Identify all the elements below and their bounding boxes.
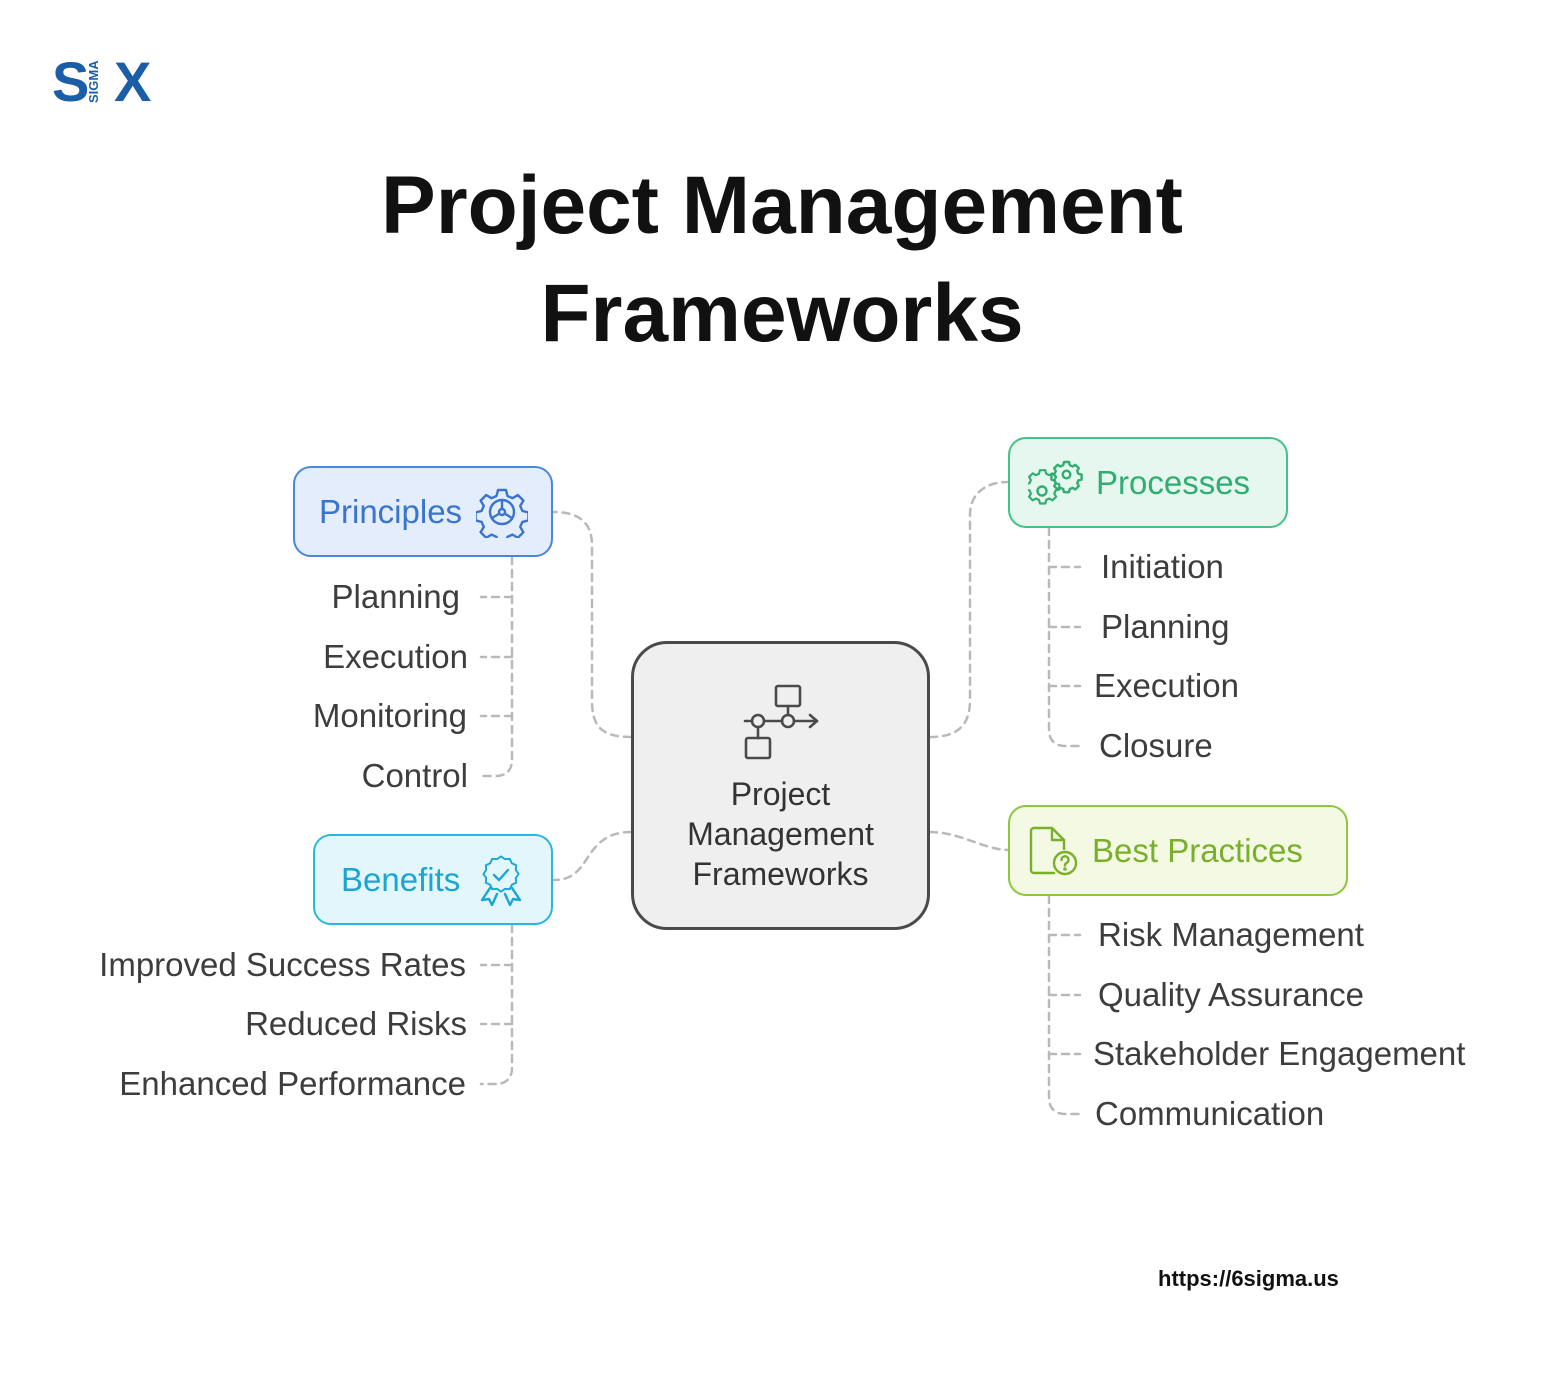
center-label-line-2: Management: [687, 816, 874, 852]
principles-label: Principles: [319, 492, 463, 530]
processes-item: Initiation: [1101, 548, 1224, 585]
logo: S SIGMA X: [52, 52, 172, 112]
principles-item: Execution: [323, 638, 468, 675]
processes-label: Processes: [1096, 463, 1251, 501]
logo-letter-x: X: [114, 50, 152, 113]
processes-item: Planning: [1101, 608, 1230, 645]
gear-wheel-icon: [476, 486, 529, 538]
title-line-2: Frameworks: [540, 268, 1024, 359]
logo-letter-s: S: [52, 50, 90, 113]
connector-best-practices: [928, 830, 1010, 852]
connector-processes: [928, 480, 1010, 739]
processes-item: Closure: [1099, 727, 1213, 764]
document-question-icon: [1028, 825, 1078, 877]
workflow-diagram-icon: [739, 682, 823, 766]
connector-principles: [552, 510, 633, 739]
benefits-item: Reduced Risks: [245, 1005, 467, 1042]
principles-item: Monitoring: [312, 697, 467, 734]
best-practices-item: Stakeholder Engagement: [1093, 1035, 1466, 1072]
best-practices-item: Risk Management: [1098, 916, 1364, 953]
gears-icon: [1028, 460, 1084, 506]
center-node-label: Project Management Frameworks: [651, 774, 911, 894]
processes-node: Processes: [1008, 437, 1288, 528]
best-practices-node: Best Practices: [1008, 805, 1348, 896]
principles-node: Principles: [293, 466, 553, 557]
best-practices-label: Best Practices: [1092, 831, 1303, 869]
center-node: Project Management Frameworks: [631, 641, 930, 930]
benefits-item: Enhanced Performance: [119, 1065, 466, 1102]
processes-item: Execution: [1094, 667, 1239, 704]
best-practices-item: Communication: [1095, 1095, 1325, 1132]
principles-item: Planning: [331, 578, 460, 615]
benefits-node: Benefits: [313, 834, 553, 925]
benefits-label: Benefits: [341, 860, 461, 898]
center-label-line-3: Frameworks: [692, 856, 869, 892]
page-title: Project Management Frameworks: [0, 152, 1564, 368]
principles-item: Control: [361, 757, 468, 794]
footer-url[interactable]: https://6sigma.us: [1158, 1266, 1339, 1291]
logo-sigma-text: SIGMA: [86, 60, 101, 104]
benefits-item: Improved Success Rates: [99, 946, 466, 983]
center-label-line-1: Project: [730, 776, 831, 812]
connector-benefits: [552, 830, 633, 882]
best-practices-item: Quality Assurance: [1098, 976, 1364, 1013]
award-badge-icon: [476, 854, 526, 906]
title-line-1: Project Management: [381, 160, 1183, 251]
